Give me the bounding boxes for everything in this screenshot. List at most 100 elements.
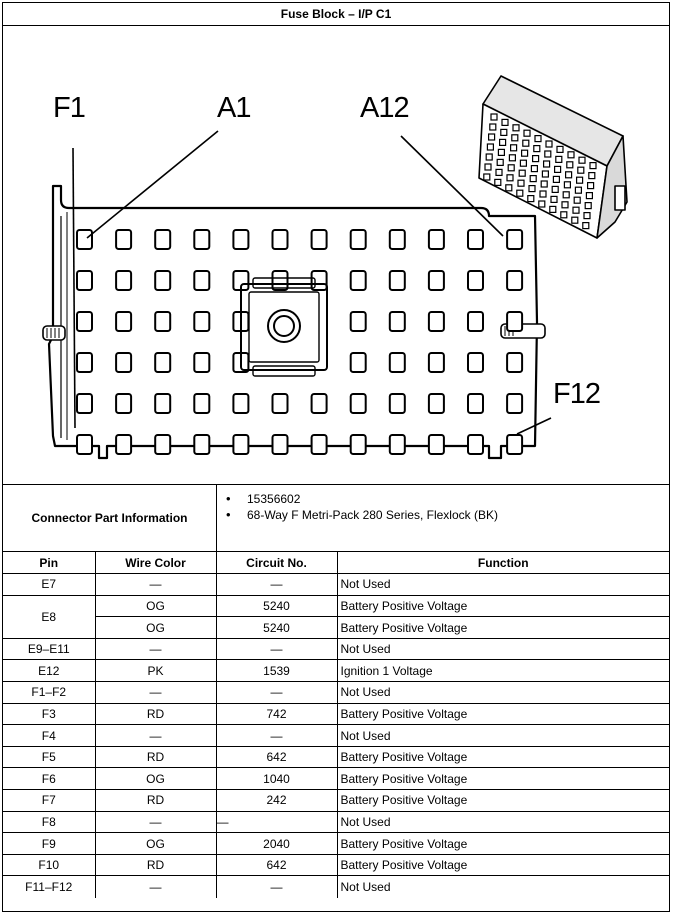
terminal-cavity xyxy=(115,352,133,373)
cell-wire-color: — xyxy=(94,637,217,661)
thumbnail-cavity xyxy=(577,166,585,174)
cell-pin: F10 xyxy=(3,853,96,877)
terminal-cavity xyxy=(76,270,93,291)
cell-pin: F7 xyxy=(3,789,96,812)
terminal-cavity xyxy=(427,352,445,373)
cell-pin: F8 xyxy=(3,810,96,834)
cell-circuit: — xyxy=(215,724,338,747)
terminal-cavity xyxy=(427,393,445,414)
cell-function: Battery Positive Voltage xyxy=(336,745,669,769)
cell-pin: F5 xyxy=(3,745,96,769)
thumbnail-cavity xyxy=(550,195,558,203)
terminal-cavity xyxy=(467,352,484,373)
cell-function: Not Used xyxy=(336,810,669,834)
thumbnail-cavity xyxy=(551,185,559,193)
cell-circuit: — xyxy=(215,637,338,661)
cell-circuit: 2040 xyxy=(215,832,338,855)
thumbnail-cavity xyxy=(486,143,494,151)
terminal-cavity xyxy=(349,393,367,414)
terminal-cavity xyxy=(154,393,172,414)
thumbnail-cavity xyxy=(523,129,531,137)
header-circuit: Circuit No. xyxy=(215,552,338,575)
cell-function: Battery Positive Voltage xyxy=(336,789,669,812)
cell-wire-color: RD xyxy=(94,853,217,877)
thumbnail-cavity xyxy=(522,139,530,147)
table-row: F8 — — Not Used xyxy=(3,810,669,834)
cell-pin: E8 xyxy=(3,594,96,639)
terminal-cavity xyxy=(349,229,367,250)
thumbnail-cavity xyxy=(508,154,516,162)
thumbnail-cavity xyxy=(572,206,580,214)
cell-function: Battery Positive Voltage xyxy=(336,853,669,877)
cell-wire-color: — xyxy=(94,875,217,898)
thumbnail-cavity xyxy=(567,151,575,159)
terminal-cavity xyxy=(349,270,367,291)
terminal-cavity xyxy=(193,270,211,291)
thumbnail-cavity xyxy=(490,113,498,121)
thumbnail-cavity xyxy=(519,159,528,167)
cell-function: Not Used xyxy=(336,875,669,898)
terminal-cavity xyxy=(388,393,406,414)
cell-function: Not Used xyxy=(336,637,669,661)
thumbnail-cavity xyxy=(539,190,547,198)
cell-wire-color: RD xyxy=(94,702,217,726)
cell-circuit: 1040 xyxy=(215,767,338,791)
terminal-cavity xyxy=(115,434,133,455)
terminal-cavity xyxy=(388,352,406,373)
cell-pin: F9 xyxy=(3,832,96,855)
terminal-cavity xyxy=(310,434,328,455)
thumbnail-cavity xyxy=(531,155,540,163)
thumbnail-cavity xyxy=(553,165,562,173)
connector-face-drawing xyxy=(42,75,628,460)
cell-pin: E9–E11 xyxy=(3,637,96,661)
terminal-cavity xyxy=(506,270,524,291)
thumbnail-cavity xyxy=(534,134,542,143)
cell-wire-color: OG xyxy=(95,616,217,639)
table-row: F3 RD 742 Battery Positive Voltage xyxy=(3,702,669,726)
cell-wire-color: — xyxy=(94,573,217,596)
table-row: F4 — — Not Used xyxy=(3,724,669,747)
terminal-cavity xyxy=(76,352,93,373)
connector-info-list: 15356602 68-Way F Metri-Pack 280 Series,… xyxy=(217,485,669,551)
thumbnail-cavity xyxy=(533,144,541,153)
thumbnail-cavity xyxy=(530,165,539,173)
thumbnail-cavity xyxy=(573,196,581,204)
thumbnail-cavity xyxy=(484,163,492,171)
cell-function: Not Used xyxy=(336,681,669,704)
cell-wire-color: OG xyxy=(94,767,217,791)
table-row: F10 RD 642 Battery Positive Voltage xyxy=(3,853,669,877)
terminal-cavity xyxy=(506,311,524,332)
cell-pin: F6 xyxy=(3,767,96,791)
cell-pin: E7 xyxy=(3,573,96,596)
terminal-cavity xyxy=(349,434,367,455)
thumbnail-cavity xyxy=(483,173,491,181)
terminal-cavity xyxy=(154,311,172,332)
thumbnail-cavity xyxy=(506,174,514,182)
cell-circuit: 742 xyxy=(215,702,338,726)
terminal-cavity xyxy=(427,434,445,455)
terminal-cavity xyxy=(76,434,93,455)
thumbnail-cavity xyxy=(499,138,507,147)
cell-circuit: 5240 xyxy=(215,616,338,639)
header-pin: Pin xyxy=(3,552,96,575)
callout-f1: F1 xyxy=(53,92,86,124)
cell-circuit: 1539 xyxy=(215,659,338,683)
terminal-cavity xyxy=(467,229,484,250)
terminal-cavity xyxy=(388,311,406,332)
table-row: E7 — — Not Used xyxy=(3,573,669,596)
table-row: F1–F2 — — Not Used xyxy=(3,681,669,704)
cell-wire-color: PK xyxy=(94,659,217,683)
terminal-cavity xyxy=(427,229,445,250)
thumbnail-cavity xyxy=(563,181,572,189)
thumbnail-cavity xyxy=(575,176,584,184)
terminal-cavity xyxy=(232,434,250,455)
thumbnail-cavity xyxy=(510,144,518,152)
terminal-cavity xyxy=(467,434,484,455)
thumbnail-cavity xyxy=(566,161,574,169)
thumbnail-cavity xyxy=(560,211,568,219)
terminal-cavity xyxy=(467,270,484,291)
cell-circuit: 642 xyxy=(215,745,338,769)
terminal-cavity xyxy=(506,434,524,455)
thumbnail-cavity xyxy=(582,222,590,230)
cell-circuit: — xyxy=(215,875,338,898)
